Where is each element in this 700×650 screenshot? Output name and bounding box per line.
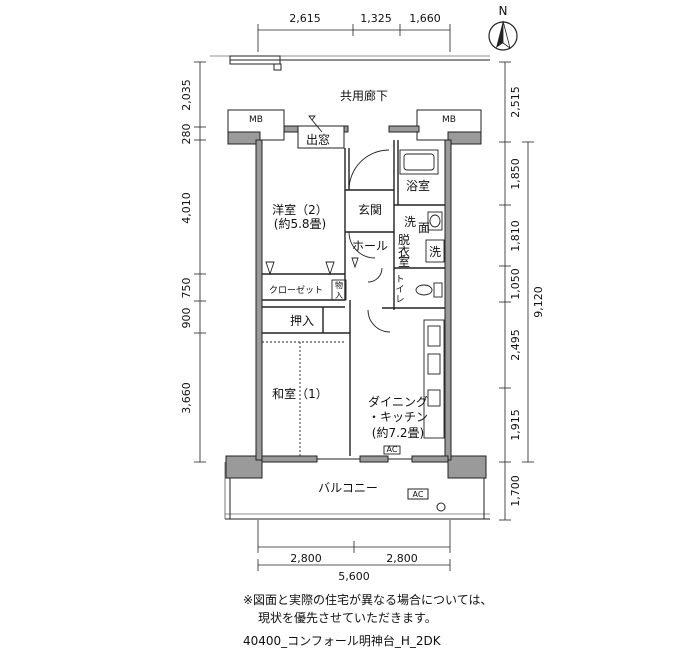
storage-label-1: 物 — [335, 280, 343, 290]
toilet-label-1: ト — [395, 275, 404, 285]
dim-bottom-total: 5,600 — [338, 570, 370, 583]
dim-right-5: 2,495 — [509, 329, 522, 361]
dining-label-1: ダイニング — [368, 394, 428, 409]
toilet-label-3: レ — [395, 295, 404, 305]
corridor-railing — [210, 55, 490, 71]
dim-bottom-2: 2,800 — [386, 552, 418, 565]
dim-left-6: 3,660 — [180, 382, 193, 414]
plan-code-footer: 40400_コンフォール明神台_H_2DK — [243, 634, 441, 648]
dim-top-3: 1,660 — [409, 12, 441, 25]
washroom-label-3: 脱 — [398, 232, 410, 247]
dining-label-2: ・キッチン — [368, 410, 428, 424]
dim-bottom-1: 2,800 — [290, 552, 322, 565]
fixtures — [262, 115, 445, 460]
western-room-label: 洋室（2） — [272, 202, 328, 217]
dim-left-2: 280 — [180, 124, 193, 145]
dim-right-1: 2,515 — [509, 86, 522, 118]
dim-left-5: 900 — [180, 308, 193, 329]
hall-label: ホール — [352, 239, 388, 253]
balcony-label: バルコニー — [318, 481, 378, 495]
oshiire-label: 押入 — [290, 314, 314, 328]
dim-right-3: 1,810 — [509, 220, 522, 252]
washer-label: 洗 — [429, 245, 441, 259]
north-arrow-icon — [488, 20, 518, 51]
washroom-label-5: 室 — [398, 254, 410, 269]
washroom-label-2: 面 — [418, 221, 430, 235]
dim-left-1: 2,035 — [180, 79, 193, 111]
dim-right-4: 1,050 — [509, 268, 522, 300]
balcony-area — [224, 462, 490, 520]
dim-left-4: 750 — [180, 278, 193, 299]
dining-size: (約7.2畳) — [372, 425, 424, 440]
corridor-label: 共用廊下 — [340, 88, 388, 103]
north-label: N — [499, 4, 508, 18]
dim-top-2: 1,325 — [360, 12, 392, 25]
dim-right-2: 1,850 — [509, 158, 522, 190]
ac-label-dining: AC — [387, 445, 398, 454]
dim-right-7: 1,700 — [509, 475, 522, 507]
dim-right-6: 1,915 — [509, 409, 522, 441]
washroom-label-1: 洗 — [404, 215, 416, 229]
japanese-room-label: 和室（1） — [272, 386, 328, 401]
mb-left-label: MB — [249, 115, 263, 125]
western-room-size: (約5.8畳) — [274, 216, 326, 231]
washroom-label-4: 衣 — [398, 244, 410, 259]
closet-label: クローゼット — [269, 284, 323, 296]
disclaimer-line-1: ※図面と実際の住宅が異なる場合については、 — [243, 593, 493, 607]
toilet-label-2: イ — [395, 285, 404, 295]
entrance-label: 玄関 — [358, 202, 382, 217]
dim-top-1: 2,615 — [289, 12, 321, 25]
walls — [225, 109, 487, 479]
storage-label-2: 入 — [335, 291, 343, 300]
ac-label-balcony: AC — [413, 490, 424, 499]
bath-label: 浴室 — [406, 178, 430, 193]
partitions — [262, 125, 445, 456]
dimension-lines — [194, 24, 534, 571]
window-bay-label: 出窓 — [306, 132, 330, 147]
dim-left-3: 4,010 — [180, 192, 193, 224]
dim-right-total: 9,120 — [532, 286, 545, 318]
disclaimer-line-2: 現状を優先させていただきます。 — [258, 611, 437, 625]
mb-right-label: MB — [442, 115, 456, 125]
